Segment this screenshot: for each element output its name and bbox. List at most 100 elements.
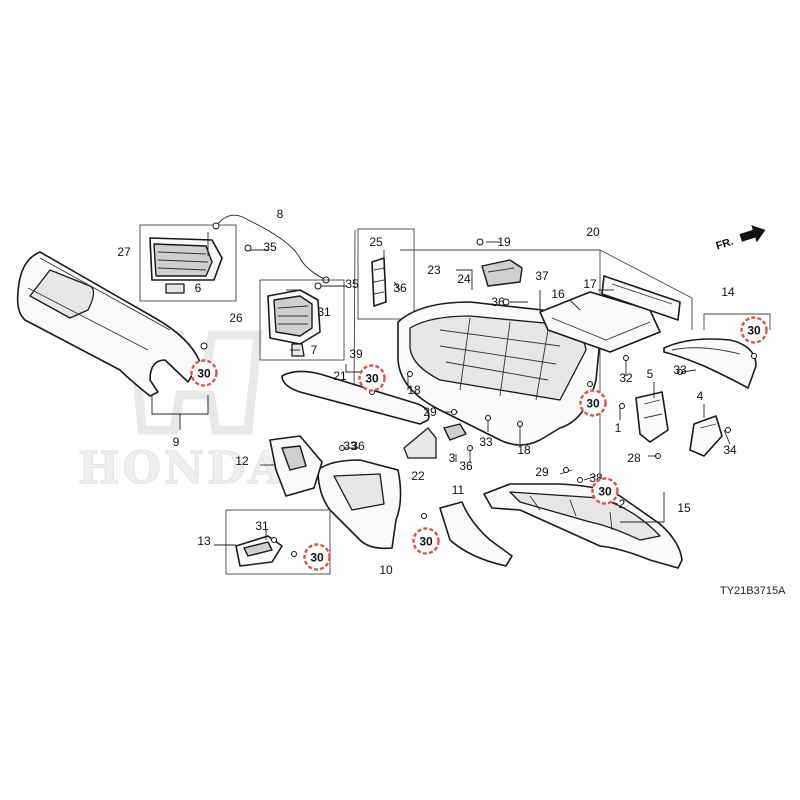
- glove-box-latch: [443, 423, 467, 441]
- callout-number: 20: [586, 225, 600, 239]
- lower-side-panel: [439, 501, 513, 567]
- callout-number: 11: [452, 483, 465, 497]
- callout-number: 35: [345, 277, 359, 291]
- callout-number: 27: [117, 245, 131, 259]
- highlight-callout[interactable]: 30: [190, 359, 218, 387]
- center-lower-panel: [317, 459, 402, 550]
- diagram-code: TY21B3715A: [720, 585, 786, 597]
- glove-box-bracket: [635, 391, 669, 443]
- callout-number: 14: [721, 285, 735, 299]
- highlight-number: 30: [586, 397, 600, 411]
- highlight-number: 30: [310, 551, 324, 565]
- leader-lines: [207, 232, 731, 546]
- frame-14: [703, 313, 771, 330]
- callout-number: 32: [619, 371, 633, 385]
- callout-number: 10: [379, 563, 393, 577]
- callout-number: 18: [517, 443, 531, 457]
- garnish-strip: [281, 370, 430, 425]
- callout-number: 33: [343, 439, 357, 453]
- callout-number: 33: [673, 363, 687, 377]
- callout-number: 2: [619, 497, 626, 511]
- callout-number: 29: [423, 405, 437, 419]
- callout-number: 9: [173, 435, 180, 449]
- leader-15: [620, 492, 665, 523]
- callout-number: 21: [333, 369, 347, 383]
- callout-number: 24: [457, 272, 471, 286]
- callout-number: 15: [677, 501, 691, 515]
- callout-labels: 1234567891011121314151617181820212223242…: [117, 207, 737, 577]
- air-vent-left: [149, 237, 223, 294]
- highlight-number: 30: [197, 367, 211, 381]
- switch-13-frame: [225, 509, 331, 575]
- callout-number: 5: [647, 367, 654, 381]
- frame-20-top: [400, 249, 693, 330]
- callout-number: 29: [535, 465, 549, 479]
- side-panel-22: [403, 427, 437, 459]
- highlight-callout[interactable]: 30: [303, 543, 331, 571]
- callout-number: 17: [583, 277, 597, 291]
- highlight-ring: [190, 359, 218, 387]
- air-vent-center: [267, 289, 321, 357]
- callout-number: 35: [263, 240, 277, 254]
- knee-airbag: [371, 257, 387, 307]
- callout-number: 23: [427, 263, 441, 277]
- callout-number: 1: [615, 421, 622, 435]
- vent-27-frame: [139, 224, 237, 302]
- highlight-callout[interactable]: 30: [579, 389, 607, 417]
- switch-panel: [269, 435, 323, 497]
- highlight-callout[interactable]: 30: [740, 316, 768, 344]
- callout-number: 16: [551, 287, 565, 301]
- highlight-callout[interactable]: 30: [591, 477, 619, 505]
- highlight-ring: [303, 543, 331, 571]
- highlight-ring: [740, 316, 768, 344]
- callout-number: 12: [235, 454, 249, 468]
- glove-box-damper: [481, 259, 523, 287]
- highlight-number: 30: [365, 372, 379, 386]
- callout-number: 22: [411, 469, 425, 483]
- callout-number: 7: [311, 343, 318, 357]
- glove-box-tray: [539, 291, 661, 353]
- highlight-callout[interactable]: 30: [358, 364, 386, 392]
- callout-number: 36: [459, 459, 473, 473]
- callout-number: 18: [407, 383, 421, 397]
- callout-number: 31: [317, 305, 331, 319]
- airbag-frame: [357, 228, 415, 320]
- highlight-ring: [591, 477, 619, 505]
- callout-number: 19: [497, 235, 511, 249]
- fasteners: [200, 238, 757, 557]
- honda-watermark: HONDA: [78, 330, 285, 495]
- front-arrow-icon: [739, 225, 766, 243]
- highlight-number: 30: [598, 485, 612, 499]
- front-direction-label: FR.: [714, 236, 735, 253]
- highlight-ring: [579, 389, 607, 417]
- under-cover: [483, 483, 683, 569]
- callout-number: 3: [449, 451, 456, 465]
- dashboard-upper-panel: [16, 251, 201, 397]
- callout-number: 39: [349, 347, 363, 361]
- callout-number: 31: [255, 519, 269, 533]
- callout-number: 6: [195, 281, 202, 295]
- dashboard-side-trim: [663, 338, 757, 389]
- side-bracket: [689, 415, 723, 457]
- lower-switch: [235, 535, 283, 567]
- callout-number: 25: [369, 235, 383, 249]
- watermark-brand-text: HONDA: [78, 443, 285, 494]
- callout-number: 33: [479, 435, 493, 449]
- front-direction-indicator: FR.: [714, 225, 766, 253]
- callout-number: 36: [491, 295, 505, 309]
- callout-number: 36: [393, 281, 407, 295]
- vent-26-frame: [259, 279, 345, 361]
- callout-number: 8: [277, 207, 284, 221]
- callout-number: 37: [535, 269, 549, 283]
- glove-box-plate: [601, 275, 681, 321]
- callout-number: 4: [697, 389, 704, 403]
- glove-box-outer: [397, 301, 601, 446]
- highlighted-callouts: 30 30 30 30 30 30 30: [190, 316, 768, 571]
- highlight-number: 30: [419, 535, 433, 549]
- highlight-ring: [358, 364, 386, 392]
- highlight-callout[interactable]: 30: [412, 527, 440, 555]
- callout-number: 26: [229, 311, 243, 325]
- highlight-ring: [412, 527, 440, 555]
- callout-number: 36: [351, 439, 365, 453]
